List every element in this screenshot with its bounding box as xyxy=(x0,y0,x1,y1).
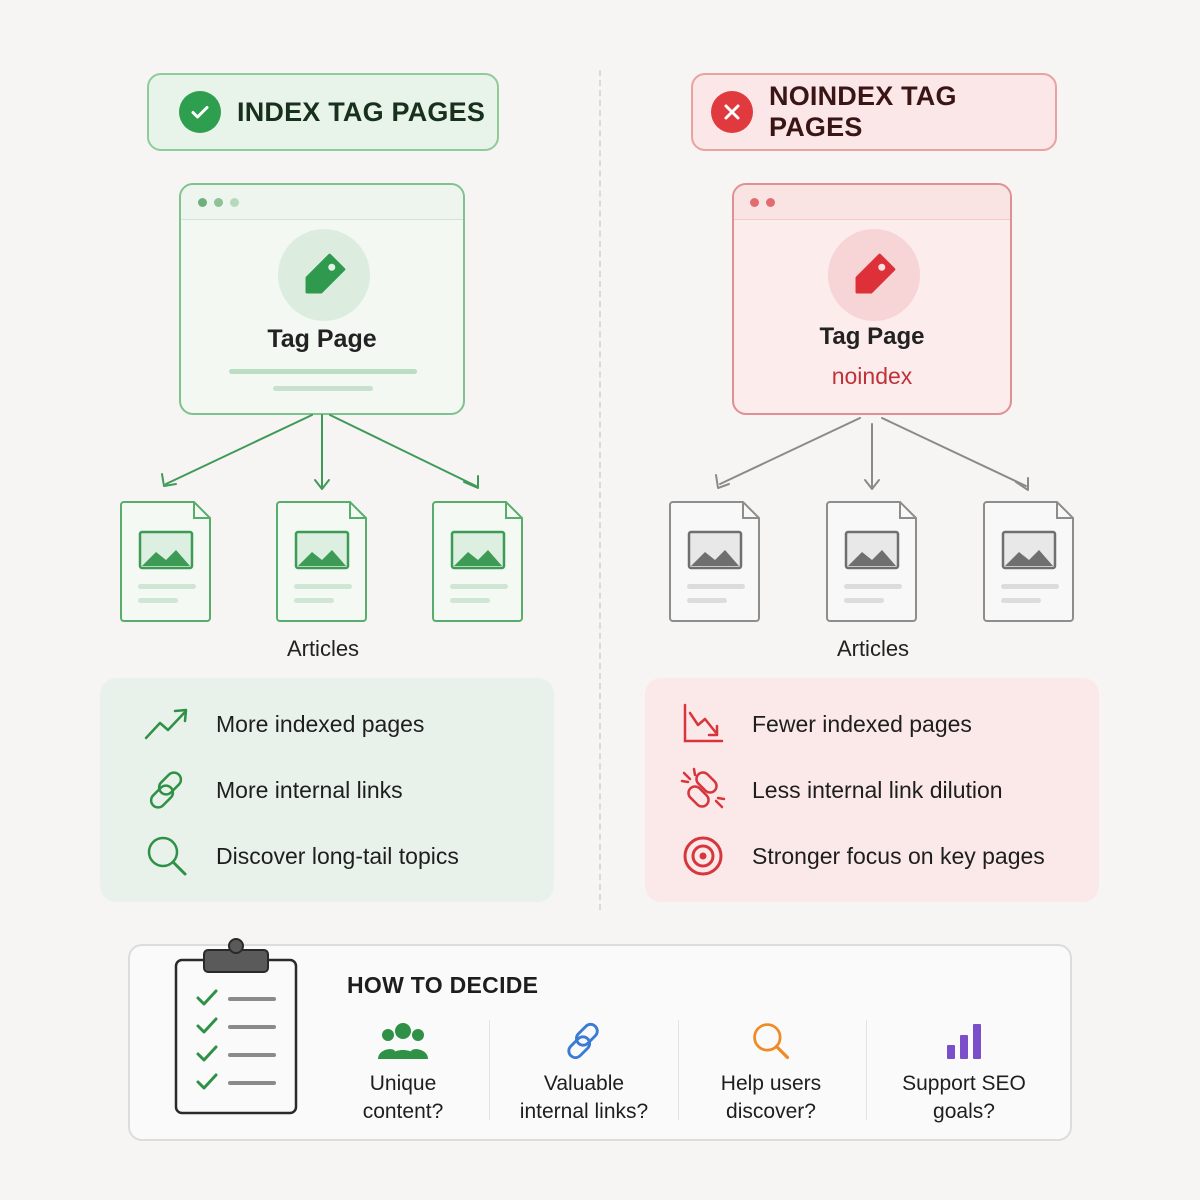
index-header-label: INDEX TAG PAGES xyxy=(237,96,486,127)
criterion-label: Support SEO xyxy=(902,1072,1026,1095)
criterion-label: content? xyxy=(362,1100,444,1123)
search-icon xyxy=(144,833,190,879)
index-arrows xyxy=(161,414,479,490)
text-line xyxy=(273,386,373,391)
browser-bar xyxy=(181,185,463,220)
window-dot xyxy=(766,198,775,207)
link-icon xyxy=(144,767,190,813)
users-icon xyxy=(308,1018,498,1064)
articles-label: Articles xyxy=(836,636,910,661)
criterion-label: Valuable xyxy=(543,1072,625,1095)
how-to-decide-title: HOW TO DECIDE xyxy=(347,972,539,998)
articles-label: Articles xyxy=(286,636,360,661)
noindex-header-label: NOINDEX TAG PAGES xyxy=(769,81,957,142)
benefit-label: More internal links xyxy=(216,776,403,803)
benefit-item: Discover long-tail topics xyxy=(144,833,459,879)
noindex-benefits-panel xyxy=(645,678,1099,902)
separator xyxy=(678,1020,679,1120)
benefit-item: Less internal link dilution xyxy=(680,767,1003,813)
benefit-label: Less internal link dilution xyxy=(752,776,1003,803)
article-doc-icon xyxy=(120,500,212,622)
checklist-clipboard-icon xyxy=(174,938,300,1123)
criterion-seo-goals: Support SEO goals? xyxy=(869,1018,1059,1126)
tag-icon xyxy=(278,229,370,321)
tag-page-title: Tag Page xyxy=(819,323,925,350)
separator xyxy=(489,1020,490,1120)
window-dot xyxy=(750,198,759,207)
trending-up-icon xyxy=(144,701,190,747)
criterion-help-users: Help users discover? xyxy=(676,1018,866,1126)
broken-link-icon xyxy=(680,767,726,813)
criterion-label: goals? xyxy=(933,1100,995,1123)
check-circle-icon xyxy=(179,91,221,133)
index-tag-page-card: Tag Page xyxy=(179,183,465,415)
center-divider xyxy=(599,70,601,910)
article-doc-icon xyxy=(432,500,524,622)
tag-page-title: Tag Page xyxy=(267,325,377,353)
text-line xyxy=(229,369,417,374)
article-doc-icon xyxy=(983,500,1075,622)
article-doc-icon xyxy=(276,500,368,622)
noindex-label: noindex xyxy=(831,363,913,389)
bar-chart-icon xyxy=(869,1018,1059,1064)
tag-icon xyxy=(828,229,920,321)
index-header: INDEX TAG PAGES xyxy=(147,73,499,151)
benefit-item: Stronger focus on key pages xyxy=(680,833,1045,879)
x-circle-icon xyxy=(711,91,753,133)
criterion-label: Help users xyxy=(720,1072,822,1095)
window-dot xyxy=(214,198,223,207)
benefit-item: Fewer indexed pages xyxy=(680,701,972,747)
separator xyxy=(866,1020,867,1120)
benefit-item: More internal links xyxy=(144,767,403,813)
benefit-item: More indexed pages xyxy=(144,701,424,747)
article-doc-icon xyxy=(826,500,918,622)
noindex-arrows xyxy=(715,417,1029,491)
article-doc-icon xyxy=(669,500,761,622)
criterion-label: discover? xyxy=(726,1100,816,1123)
trending-down-chart-icon xyxy=(680,701,726,747)
window-dot xyxy=(198,198,207,207)
link-icon xyxy=(489,1018,679,1064)
criterion-label: internal links? xyxy=(519,1100,649,1123)
benefit-label: Stronger focus on key pages xyxy=(752,842,1045,869)
criterion-label: Unique xyxy=(369,1072,437,1095)
target-icon xyxy=(680,833,726,879)
noindex-header: NOINDEX TAG PAGES xyxy=(691,73,1057,151)
benefit-label: Discover long-tail topics xyxy=(216,842,459,869)
noindex-tag-page-card: Tag Page noindex xyxy=(732,183,1012,415)
search-icon xyxy=(676,1018,866,1064)
criterion-unique-content: Unique content? xyxy=(308,1018,498,1126)
benefit-label: Fewer indexed pages xyxy=(752,710,972,737)
benefit-label: More indexed pages xyxy=(216,710,425,737)
browser-bar xyxy=(734,185,1010,220)
window-dot xyxy=(230,198,239,207)
criterion-internal-links: Valuable internal links? xyxy=(489,1018,679,1126)
